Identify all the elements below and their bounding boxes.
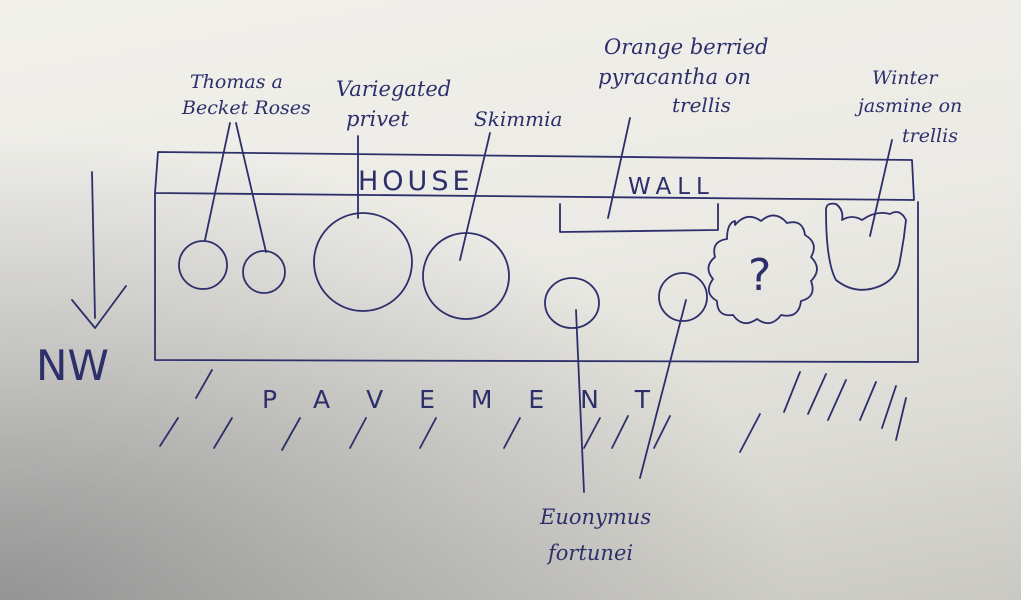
jasmine-label-line3: trellis — [902, 125, 958, 147]
euonymus-label-line1: Euonymus — [539, 505, 651, 529]
jasmine-trellis — [825, 202, 907, 291]
house-wall-strip — [154, 151, 915, 201]
skimmia-leader — [459, 132, 491, 261]
direction-label: NW — [36, 341, 109, 390]
unknown-plant-question: ? — [748, 250, 771, 301]
unknown-plant-cloud — [707, 214, 818, 325]
rose-plant-2 — [242, 250, 286, 294]
pavement-hatching — [159, 369, 907, 453]
pyracantha-label-line1: Orange berried — [604, 35, 768, 59]
skimmia-plant — [422, 232, 510, 320]
garden-bed-outline — [154, 192, 919, 363]
house-label: HOUSE — [358, 166, 474, 197]
wall-label: WALL — [628, 174, 715, 200]
pyracantha-label-line3: trellis — [672, 93, 731, 117]
roses-label-line1: Thomas a — [190, 71, 283, 93]
euonymus-label-line2: fortunei — [546, 541, 633, 565]
privet-label-line1: Variegated — [336, 77, 451, 101]
pyracantha-label-line2: pyracantha on — [598, 65, 751, 89]
jasmine-leader — [869, 139, 893, 237]
euonymus-leader-2 — [639, 299, 687, 479]
direction-arrow — [71, 171, 127, 329]
roses-leader-1 — [204, 122, 231, 241]
euonymus-leader-1 — [575, 309, 585, 493]
jasmine-label-line2: jasmine on — [854, 95, 962, 117]
privet-label-line2: privet — [346, 107, 409, 131]
roses-leader-2 — [235, 122, 267, 253]
roses-label-line2: Becket Roses — [181, 97, 311, 119]
privet-plant — [313, 212, 413, 312]
rose-plant-1 — [178, 240, 228, 290]
pyracantha-leader — [607, 117, 631, 219]
pyracantha-trellis — [559, 203, 719, 233]
skimmia-label: Skimmia — [474, 107, 562, 131]
euonymus-plant-2 — [658, 272, 708, 322]
euonymus-plant-1 — [544, 277, 600, 329]
jasmine-label-line1: Winter — [872, 67, 939, 89]
pavement-label: P A V E M E N T — [262, 385, 664, 414]
